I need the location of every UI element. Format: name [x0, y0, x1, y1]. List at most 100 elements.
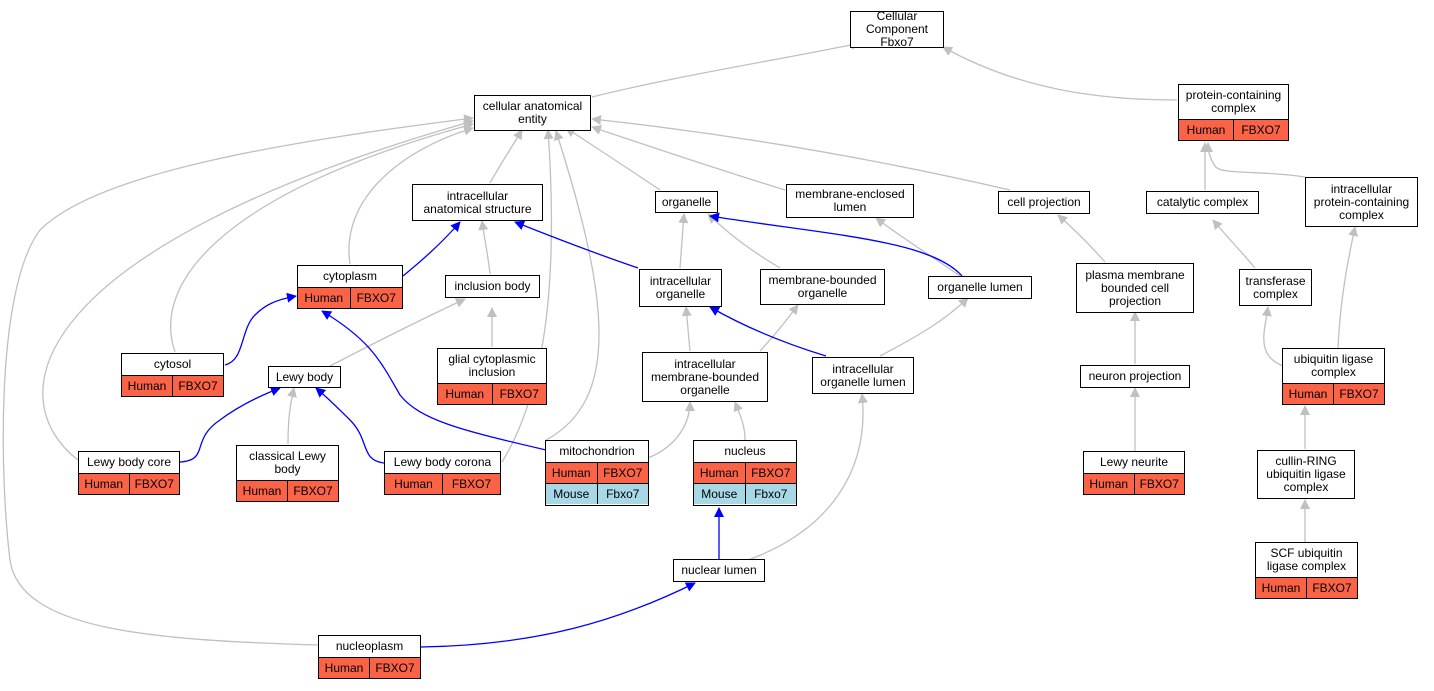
node-cytosol-title: cytosol	[153, 357, 192, 371]
species-label: Human	[1089, 476, 1129, 491]
node-intracellular-membrane-bounded-organelle[interactable]: intracellular membrane-bounded organelle	[642, 352, 768, 402]
gene-label: Fbxo7	[596, 484, 649, 504]
edge-org-to-cae	[565, 127, 661, 191]
node-membrane-enclosed-lumen-title: membrane-enclosed lumen	[795, 187, 905, 214]
gene-label: FBXO7	[1333, 384, 1384, 404]
gene-label: FBXO7	[1133, 474, 1185, 494]
node-plasma-membrane-bounded-cell-projection[interactable]: plasma membrane bounded cell projection	[1076, 263, 1194, 313]
node-lewy-body-corona-title: Lewy body corona	[393, 455, 492, 469]
edge-mito-to-cae	[545, 130, 600, 441]
edge-ib-to-ias	[478, 220, 491, 275]
edge-mel-to-cae	[591, 125, 786, 191]
node-intracellular-organelle[interactable]: intracellular organelle	[639, 269, 722, 307]
gene-label: FBXO7	[128, 474, 180, 494]
annotation-row-mouse: Mouse Fbxo7	[546, 483, 648, 504]
edge-lb-to-ib	[329, 298, 466, 367]
node-classical-lewy-body-title: classical Lewy body	[249, 449, 326, 476]
node-nuclear-lumen[interactable]: nuclear lumen	[673, 559, 765, 582]
node-ubiquitin-ligase-complex-title: ubiquitin ligase complex	[1293, 352, 1374, 379]
edge-nucleoplasm-to-nl-blue	[420, 582, 696, 648]
node-inclusion-body[interactable]: inclusion body	[445, 275, 540, 298]
species-label: Human	[84, 476, 124, 491]
node-scf-ubiquitin-ligase-complex-title: SCF ubiquitin ligase complex	[1266, 546, 1347, 573]
gene-label: FBXO7	[596, 463, 649, 483]
node-cullin-ring-ubiquitin-ligase-complex[interactable]: cullin-RING ubiquitin ligase complex	[1257, 450, 1355, 499]
species-label: Mouse	[553, 486, 590, 501]
node-cell-projection-title: cell projection	[1007, 195, 1081, 209]
node-membrane-bounded-organelle[interactable]: membrane-bounded organelle	[760, 269, 885, 305]
species-label: Human	[304, 290, 344, 305]
species-label: Human	[1288, 386, 1328, 401]
node-protein-containing-complex[interactable]: protein-containing complex Human FBXO7	[1178, 84, 1289, 141]
gene-label: FBXO7	[442, 474, 500, 494]
species-label: Human	[445, 386, 485, 401]
species-label: Human	[699, 465, 739, 480]
edge-iol-to-ol	[879, 297, 969, 357]
edge-cae-to-cc	[591, 39, 861, 98]
node-ubiquitin-ligase-complex[interactable]: ubiquitin ligase complex Human FBXO7	[1282, 348, 1385, 405]
node-lewy-neurite[interactable]: Lewy neurite Human FBXO7	[1083, 451, 1185, 495]
node-inclusion-body-title: inclusion body	[454, 279, 531, 293]
edge-cp-to-cae	[591, 114, 1011, 191]
node-lewy-body[interactable]: Lewy body	[268, 366, 341, 388]
edge-iol-to-io-blue	[709, 306, 827, 357]
node-intracellular-anatomical-structure[interactable]: intracellular anatomical structure	[412, 184, 543, 221]
edge-lbcore-to-cae	[42, 118, 474, 461]
node-membrane-enclosed-lumen[interactable]: membrane-enclosed lumen	[786, 184, 914, 218]
annotation-row-human: Human FBXO7	[298, 287, 402, 308]
annotation-row-human: Human FBXO7	[1283, 383, 1384, 404]
species-label: Human	[127, 378, 167, 393]
node-cell-projection[interactable]: cell projection	[998, 191, 1090, 214]
edge-cytosol-to-cae	[170, 121, 474, 353]
edge-nl-to-iol	[747, 393, 868, 561]
edge-pcc-to-cc	[942, 46, 1178, 101]
gene-label: FBXO7	[172, 376, 223, 396]
gene-label: FBXO7	[349, 288, 403, 308]
node-lewy-neurite-title: Lewy neurite	[1099, 455, 1169, 469]
node-neuron-projection-title: neuron projection	[1088, 369, 1182, 383]
node-organelle-lumen[interactable]: organelle lumen	[928, 276, 1032, 299]
node-cellular-component[interactable]: Cellular Component Fbxo7	[850, 9, 944, 49]
edge-io-to-org	[678, 213, 689, 269]
node-organelle[interactable]: organelle	[655, 191, 718, 213]
species-label: Human	[1186, 122, 1226, 137]
gene-label: FBXO7	[1233, 120, 1288, 140]
node-protein-containing-complex-title: protein-containing complex	[1185, 88, 1282, 115]
node-transferase-complex[interactable]: transferase complex	[1239, 269, 1312, 306]
gene-label: FBXO7	[1306, 578, 1357, 598]
node-cellular-component-title: Cellular Component Fbxo7	[865, 9, 929, 49]
gene-label: Fbxo7	[744, 484, 797, 504]
edge-mbo-to-org	[707, 213, 781, 269]
node-cellular-anatomical-entity-title: cellular anatomical entity	[482, 99, 583, 126]
edge-ulc-to-tc	[1261, 306, 1284, 367]
node-organelle-title: organelle	[661, 194, 712, 209]
node-mitochondrion-title: mitochondrion	[559, 444, 635, 458]
node-intracellular-protein-containing-complex-title: intracellular protein-containing complex	[1313, 181, 1410, 222]
node-intracellular-organelle-lumen[interactable]: intracellular organelle lumen	[812, 357, 914, 394]
node-nucleus-title: nucleus	[724, 444, 766, 458]
node-cullin-ring-ubiquitin-ligase-complex-title: cullin-RING ubiquitin ligase complex	[1266, 454, 1346, 494]
node-cytosol[interactable]: cytosol Human FBXO7	[121, 353, 224, 397]
node-neuron-projection[interactable]: neuron projection	[1080, 365, 1190, 388]
node-catalytic-complex[interactable]: catalytic complex	[1146, 191, 1259, 214]
node-cellular-anatomical-entity[interactable]: cellular anatomical entity	[474, 95, 591, 131]
node-intracellular-organelle-lumen-title: intracellular organelle lumen	[820, 361, 906, 389]
annotation-row-human: Human FBXO7	[1084, 473, 1184, 494]
gene-label: FBXO7	[287, 481, 338, 501]
node-intracellular-protein-containing-complex[interactable]: intracellular protein-containing complex	[1305, 177, 1418, 227]
node-intracellular-membrane-bounded-organelle-title: intracellular membrane-bounded organelle	[650, 356, 760, 397]
